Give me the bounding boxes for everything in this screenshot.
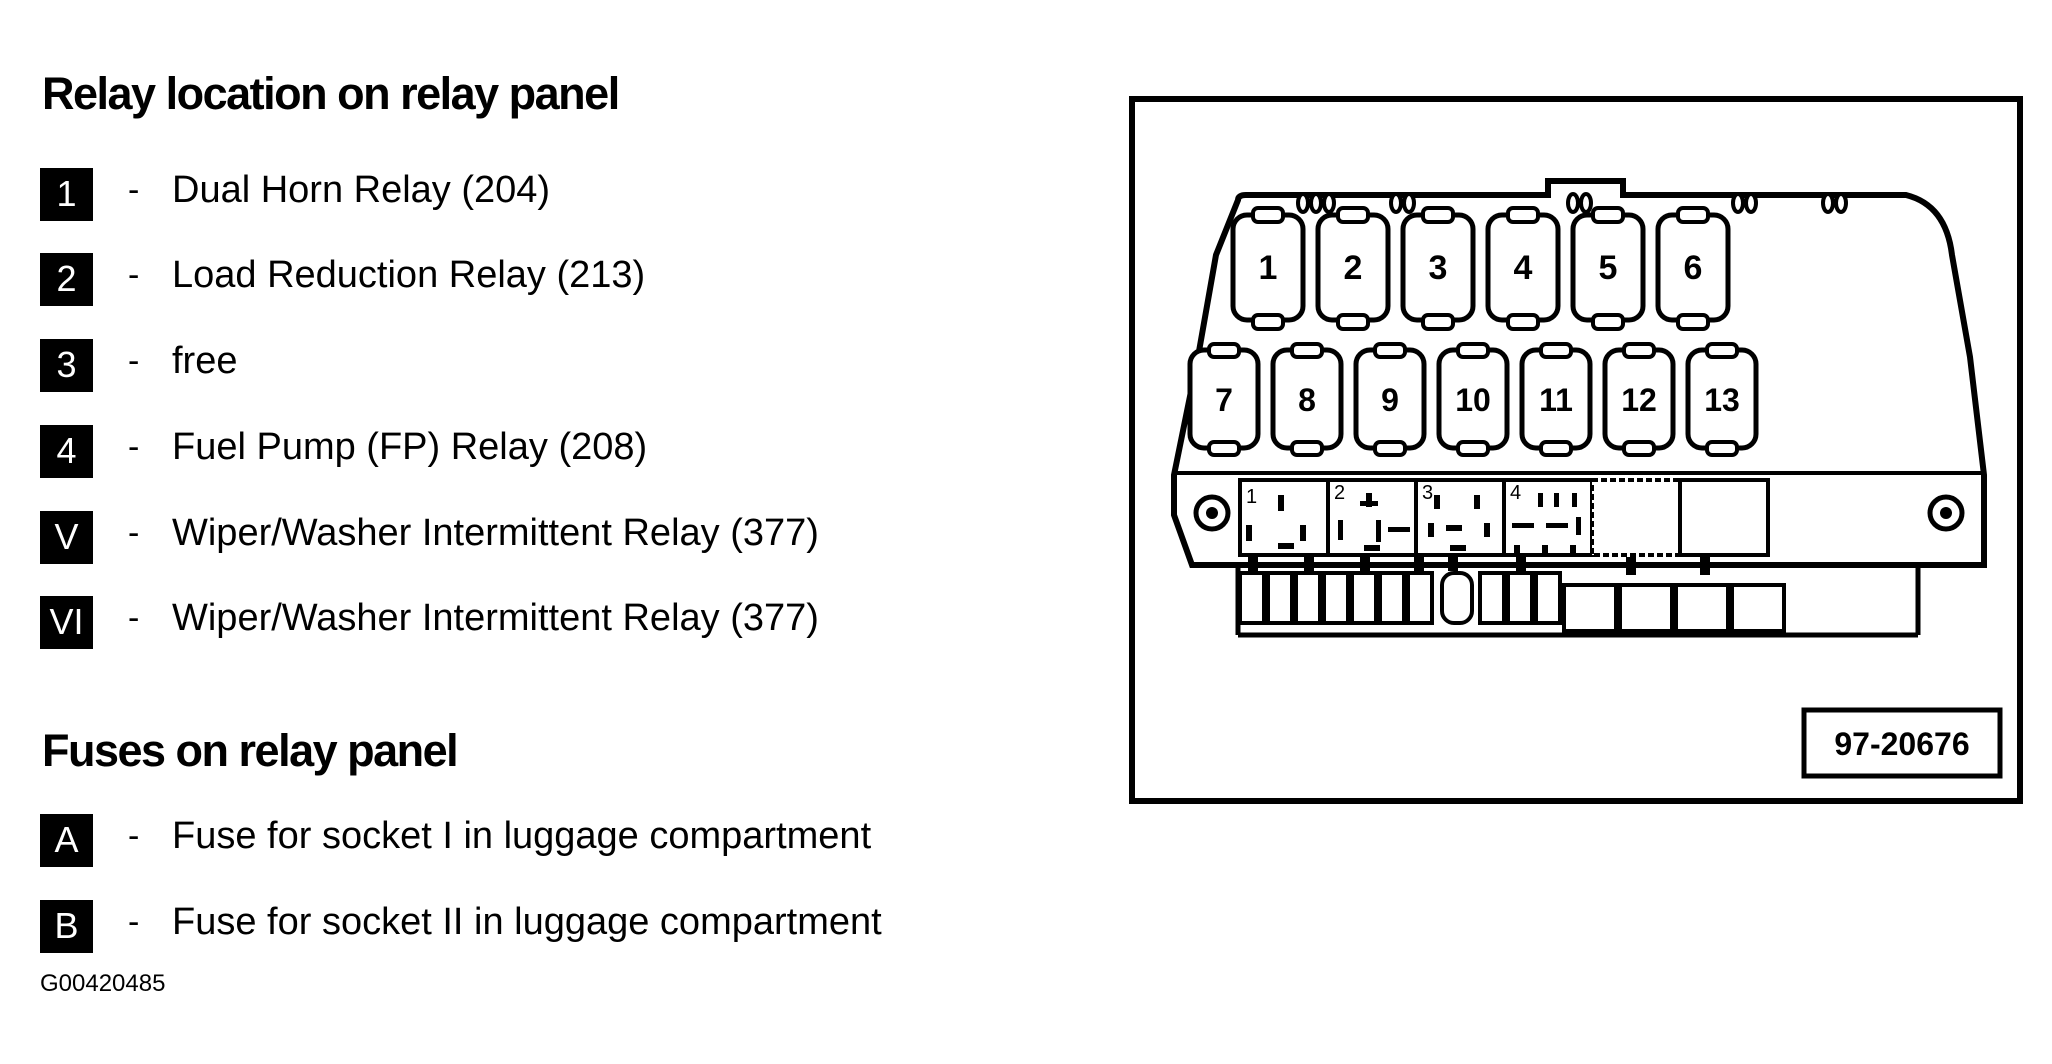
relay-item-2: 2 - Load Reduction Relay (213)	[40, 251, 645, 307]
slot-number-5: 5	[1599, 249, 1618, 287]
relay-item-3: 3 - free	[40, 337, 237, 393]
lower-socket-6	[1678, 478, 1770, 557]
slot-number-2: 2	[1344, 249, 1363, 287]
slot-number-10: 10	[1455, 382, 1491, 418]
ref-number-box	[1801, 707, 2003, 779]
slot-number-11: 11	[1539, 382, 1573, 418]
slot-number-3: 3	[1429, 249, 1448, 287]
fuse-slot	[1238, 571, 1266, 625]
slot-number-4: 4	[1514, 249, 1533, 287]
relay-badge-6: VI	[40, 595, 93, 649]
lower-socket-label-2: 2	[1334, 482, 1345, 504]
relay-badge-5: V	[40, 510, 93, 564]
relay-label-4: Fuel Pump (FP) Relay (208)	[172, 426, 648, 468]
fuse-item-b: B - Fuse for socket II in luggage compar…	[40, 898, 882, 954]
fuse-badge-a: A	[40, 813, 93, 867]
relay-item-4: 4 - Fuel Pump (FP) Relay (208)	[40, 423, 647, 479]
relay-location-heading: Relay location on relay panel	[42, 68, 620, 119]
fuse-item-a: A - Fuse for socket I in luggage compart…	[40, 812, 871, 868]
relay-item-5: V - Wiper/Washer Intermittent Relay (377…	[40, 509, 819, 565]
image-code: G00420485	[40, 970, 166, 997]
slot-number-6: 6	[1684, 249, 1703, 287]
relay-badge-3: 3	[40, 338, 93, 392]
lower-socket-5	[1590, 478, 1682, 557]
relay-panel-diagram: 1 2 3 4 5 6 7 8 9 10 11 12 13	[1129, 96, 2023, 804]
fuse-label-a: Fuse for socket I in luggage compartment	[172, 815, 872, 857]
ref-number: 97-20676	[1834, 726, 1969, 762]
fuse-badge-b: B	[40, 899, 93, 953]
lower-socket-1	[1238, 478, 1330, 557]
relay-badge-4: 4	[40, 424, 93, 478]
slot-number-1: 1	[1259, 249, 1278, 287]
fuse-label-b: Fuse for socket II in luggage compartmen…	[172, 901, 882, 943]
relay-badge-1: 1	[40, 167, 93, 221]
relay-label-3: free	[172, 340, 238, 382]
slot-number-12: 12	[1621, 382, 1657, 418]
slot-number-13: 13	[1704, 382, 1740, 418]
slot-number-9: 9	[1381, 382, 1399, 418]
relay-item-1: 1 - Dual Horn Relay (204)	[40, 166, 550, 222]
lower-socket-label-3: 3	[1422, 482, 1433, 504]
fuses-heading: Fuses on relay panel	[42, 725, 459, 776]
relay-label-6: Wiper/Washer Intermittent Relay (377)	[172, 597, 819, 639]
relay-badge-2: 2	[40, 252, 93, 306]
relay-item-6: VI - Wiper/Washer Intermittent Relay (37…	[40, 594, 819, 650]
relay-label-5: Wiper/Washer Intermittent Relay (377)	[172, 512, 819, 554]
slot-number-8: 8	[1298, 382, 1316, 418]
lower-socket-label-1: 1	[1246, 486, 1257, 508]
lower-socket-label-4: 4	[1510, 482, 1521, 504]
relay-label-1: Dual Horn Relay (204)	[172, 169, 551, 211]
relay-label-2: Load Reduction Relay (213)	[172, 254, 646, 296]
slot-number-7: 7	[1215, 382, 1233, 418]
